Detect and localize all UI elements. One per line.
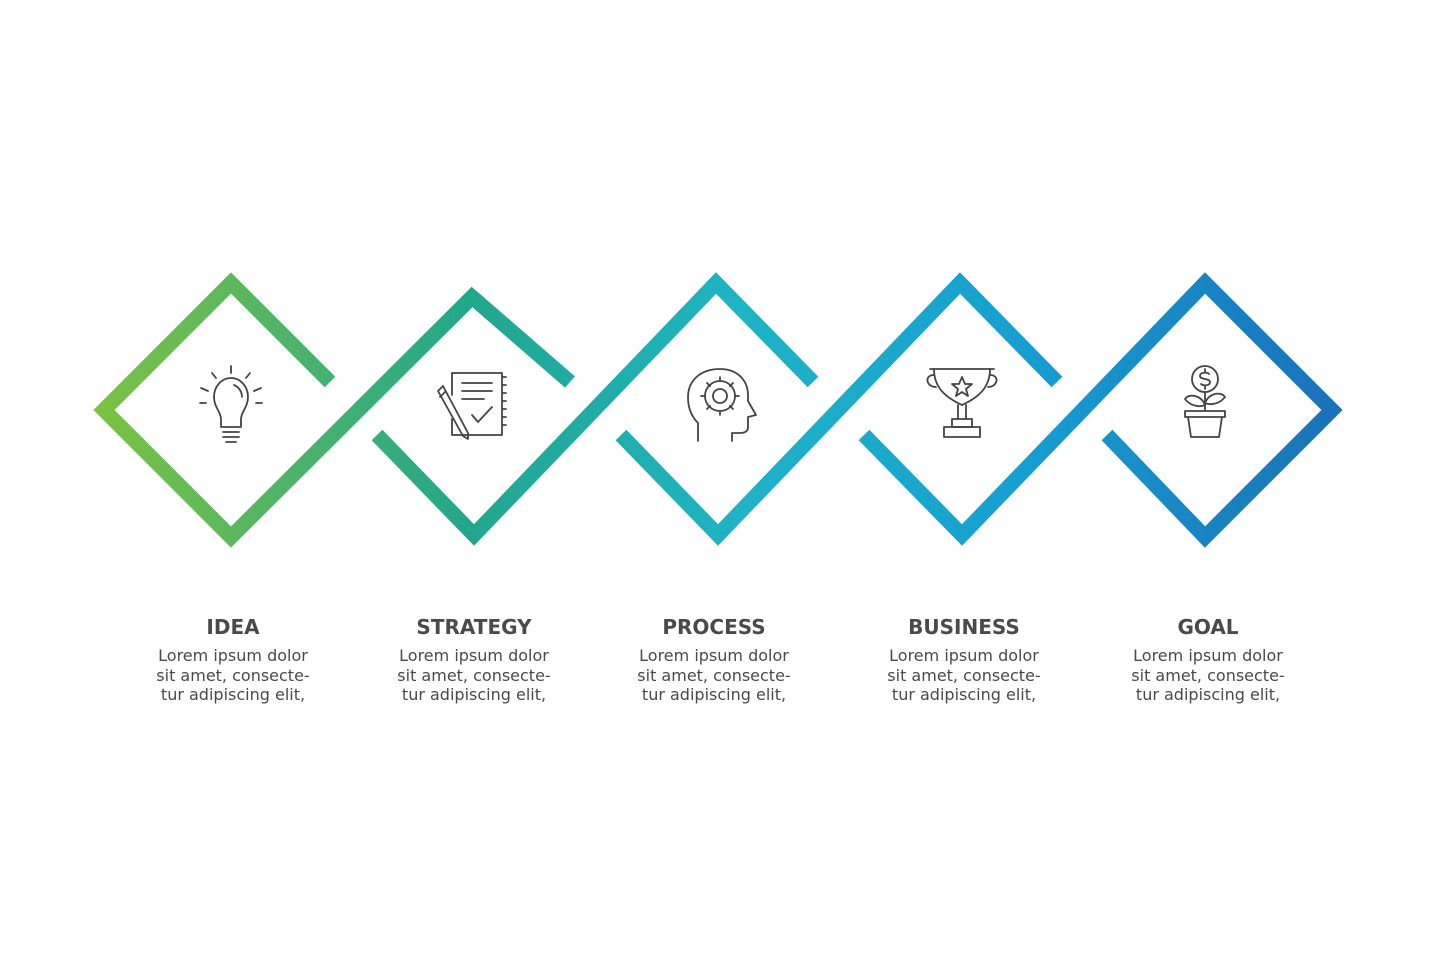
diamond-frame-business — [858, 272, 1343, 548]
step-desc-line: sit amet, consecte- — [397, 665, 551, 685]
trophy-icon — [926, 368, 998, 438]
step-title-idea: IDEA — [206, 615, 260, 639]
lightbulb-icon — [199, 365, 263, 443]
step-desc-line: tur adipiscing elit, — [160, 685, 306, 704]
step-desc-line: sit amet, consecte- — [156, 665, 310, 685]
money-plant-icon — [1184, 365, 1226, 438]
head-gear-icon — [687, 368, 757, 442]
diamond-frame-strategy — [371, 272, 819, 546]
diamond-frame-process — [615, 272, 1063, 546]
step-title-process: PROCESS — [662, 615, 766, 639]
diamond-chain — [93, 272, 1343, 548]
step-desc-line: sit amet, consecte- — [887, 665, 1041, 685]
step-title-strategy: STRATEGY — [416, 615, 532, 639]
step-desc-line: tur adipiscing elit, — [891, 685, 1037, 704]
step-desc-line: Lorem ipsum dolor — [889, 646, 1039, 665]
step-desc-line: sit amet, consecte- — [1131, 665, 1285, 685]
diamond-frame-idea — [93, 272, 575, 548]
step-process: PROCESS Lorem ipsum dolor sit amet, cons… — [594, 612, 834, 705]
step-strategy: STRATEGY Lorem ipsum dolor sit amet, con… — [354, 612, 594, 705]
step-title-business: BUSINESS — [908, 615, 1020, 639]
document-checklist-icon — [437, 372, 507, 440]
step-goal: GOAL Lorem ipsum dolor sit amet, consect… — [1088, 612, 1328, 705]
step-desc-line: tur adipiscing elit, — [641, 685, 787, 704]
step-desc-line: Lorem ipsum dolor — [158, 646, 308, 665]
step-desc-line: Lorem ipsum dolor — [1133, 646, 1283, 665]
step-desc-line: Lorem ipsum dolor — [399, 646, 549, 665]
step-desc-line: tur adipiscing elit, — [1135, 685, 1281, 704]
step-idea: IDEA Lorem ipsum dolor sit amet, consect… — [113, 612, 353, 705]
step-title-goal: GOAL — [1177, 615, 1239, 639]
step-business: BUSINESS Lorem ipsum dolor sit amet, con… — [844, 612, 1084, 705]
step-desc-line: Lorem ipsum dolor — [639, 646, 789, 665]
step-desc-line: sit amet, consecte- — [637, 665, 791, 685]
step-desc-line: tur adipiscing elit, — [401, 685, 547, 704]
